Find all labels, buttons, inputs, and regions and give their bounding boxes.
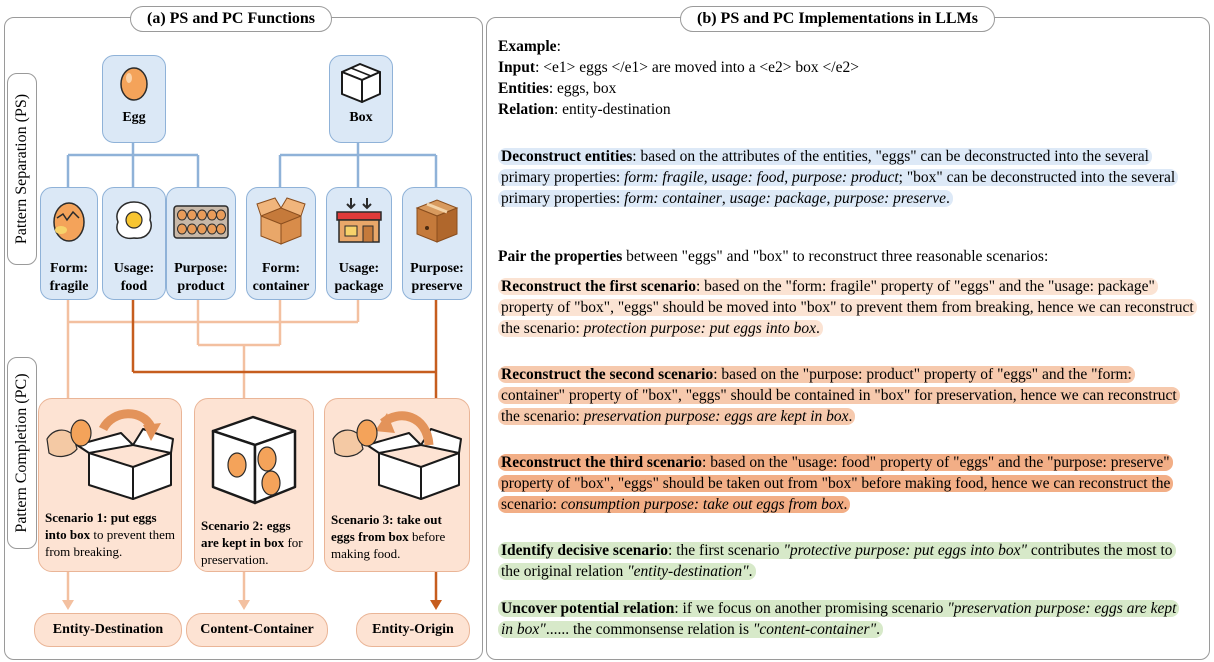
first-scenario-paragraph: Reconstruct the first scenario: based on… <box>498 276 1198 339</box>
property-form-container: Form:container <box>246 187 316 300</box>
output-entity-origin: Entity-Origin <box>356 613 470 647</box>
output-entity-destination: Entity-Destination <box>34 613 182 647</box>
scenario-2-text: Scenario 2: eggs are kept in box for pre… <box>201 518 303 567</box>
input-text: <e1> eggs </e1> are moved into a <e2> bo… <box>543 59 859 76</box>
property-purpose-preserve: Purpose:preserve <box>402 187 472 300</box>
egg-carton-icon <box>173 205 229 239</box>
entity-box: Box <box>329 55 393 143</box>
eggs-in-box-icon <box>211 415 297 505</box>
sealed-box-icon <box>415 199 459 243</box>
property-usage-package: Usage:package <box>326 187 392 300</box>
scenario-1-text: Scenario 1: put eggs into box to prevent… <box>45 510 175 559</box>
entities-text: eggs, box <box>557 80 617 97</box>
second-scenario-paragraph: Reconstruct the second scenario: based o… <box>498 364 1198 427</box>
relation-text: entity-destination <box>562 101 671 118</box>
identify-paragraph: Identify decisive scenario: the first sc… <box>498 540 1178 582</box>
property-label: Purpose:product <box>174 261 228 294</box>
egg-icon <box>120 67 148 101</box>
scenario-1: Scenario 1: put eggs into box to prevent… <box>38 398 182 572</box>
property-form-fragile: Form:fragile <box>40 187 98 300</box>
open-box-icon <box>256 197 306 245</box>
hand-egg-into-box-icon <box>46 409 174 500</box>
property-label: Usage:package <box>334 261 384 294</box>
property-label: Usage:food <box>113 261 155 294</box>
package-icon <box>336 198 382 243</box>
pair-paragraph: Pair the properties between "eggs" and "… <box>498 248 1049 265</box>
scenario-2: Scenario 2: eggs are kept in box for pre… <box>194 398 314 572</box>
box-icon <box>341 63 381 103</box>
third-scenario-paragraph: Reconstruct the third scenario: based on… <box>498 452 1198 515</box>
example-block: Example: Input: <e1> eggs </e1> are move… <box>498 38 859 118</box>
uncover-paragraph: Uncover potential relation: if we focus … <box>498 598 1180 640</box>
deconstruct-paragraph: Deconstruct entities: based on the attri… <box>498 146 1198 209</box>
property-label: Purpose:preserve <box>410 261 464 294</box>
scenario-3-text: Scenario 3: take out eggs from box befor… <box>331 512 446 561</box>
entity-egg: Egg <box>102 55 166 143</box>
property-label: Form:fragile <box>49 261 89 294</box>
example-label: Example <box>498 38 557 55</box>
fried-egg-icon <box>116 201 152 240</box>
output-content-container: Content-Container <box>186 613 328 647</box>
property-purpose-product: Purpose:product <box>166 187 236 300</box>
property-usage-food: Usage:food <box>102 187 166 300</box>
panel-a-title: (a) PS and PC Functions <box>130 6 333 32</box>
entity-egg-label: Egg <box>122 110 146 125</box>
entity-box-label: Box <box>349 110 373 125</box>
cracked-egg-icon <box>53 202 85 242</box>
property-label: Form:container <box>252 261 310 294</box>
hand-egg-out-of-box-icon <box>332 411 462 500</box>
panel-b-title: (b) PS and PC Implementations in LLMs <box>680 6 995 32</box>
scenario-3: Scenario 3: take out eggs from box befor… <box>324 398 470 572</box>
connector-lines <box>62 140 442 610</box>
